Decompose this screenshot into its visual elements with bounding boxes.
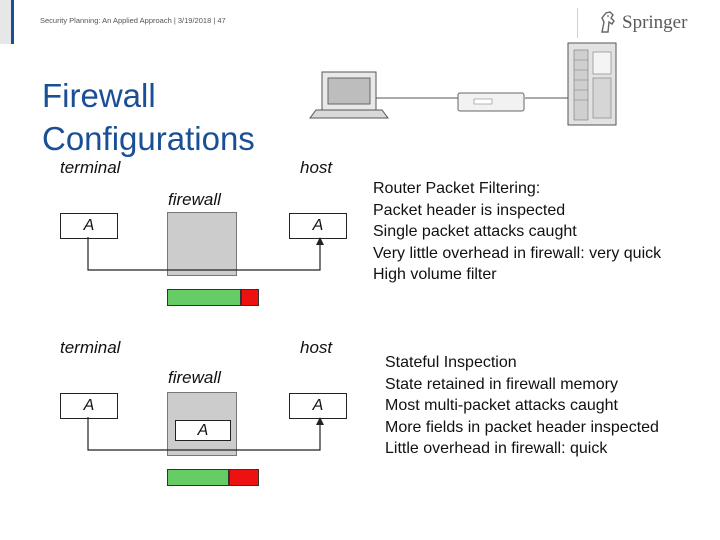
diagram1-terminal-label: terminal [60,158,121,177]
header-left-bar [0,0,13,44]
diagram2-host-node: A [289,393,347,419]
computer-terminal-icon [309,71,389,119]
diagram2-terminal-label: terminal [60,338,121,357]
page-title-line1: Firewall [42,77,156,114]
router-filtering-block: Router Packet Filtering: Packet header i… [373,178,661,286]
header-accent-bar [11,0,14,44]
diagram2-connection [87,417,324,451]
diagram2-firewall-node: A [175,420,231,441]
diagram2-host-label: host [300,338,333,357]
diagram1-firewall-box [167,212,237,276]
diagram2-firewall-label: firewall [168,368,221,387]
diagram1-firewall-label: firewall [168,190,221,209]
diagram1-host-label: host [300,158,333,177]
router-filtering-line-1: Packet header is inspected [373,201,566,219]
router-filtering-line-2: Single packet attacks caught [373,223,577,240]
router-filtering-line-3: Very little overhead in firewall: very q… [373,244,662,262]
server-tower-icon [567,42,617,126]
diagram1-connection [87,237,324,271]
stateful-inspection-line-2: Most multi-packet attacks caught [385,397,618,414]
router-filtering-line-4: High volume filter [373,266,497,283]
stateful-inspection-line-3: More fields in packet header inspected [385,418,659,436]
page-title-line2: Configurations [42,120,255,157]
stateful-inspection-line-1: State retained in firewall memory [385,375,618,393]
diagram1-throughput-red [241,289,259,306]
diagram1-terminal-node: A [60,213,118,239]
network-illustration [309,42,617,126]
diagram2-throughput-green [167,469,229,486]
router-icon [457,92,525,112]
diagram1-throughput-green [167,289,241,306]
stateful-inspection-line-4: Little overhead in firewall: quick [385,440,608,457]
stateful-inspection-heading: Stateful Inspection [385,354,517,371]
header-divider [577,8,578,38]
breadcrumb: Security Planning: An Applied Approach |… [40,16,226,25]
router-filtering-heading-line: Router Packet Filtering: [373,178,661,200]
diagram2-arrowhead-icon [316,417,324,425]
diagram1-host-node: A [289,213,347,239]
router-filtering-heading-suffix: : [535,180,541,197]
diagram2-throughput-red [229,469,259,486]
diagram1-arrowhead-icon [316,237,324,245]
diagram2-terminal-node: A [60,393,118,419]
springer-logo-text: Springer [622,12,688,33]
springer-horse-logo [601,11,615,33]
router-filtering-heading: Router Packet Filtering [373,180,536,197]
page-title: Firewall Configurations [42,74,255,160]
stateful-inspection-block: Stateful Inspection State retained in fi… [385,352,659,460]
